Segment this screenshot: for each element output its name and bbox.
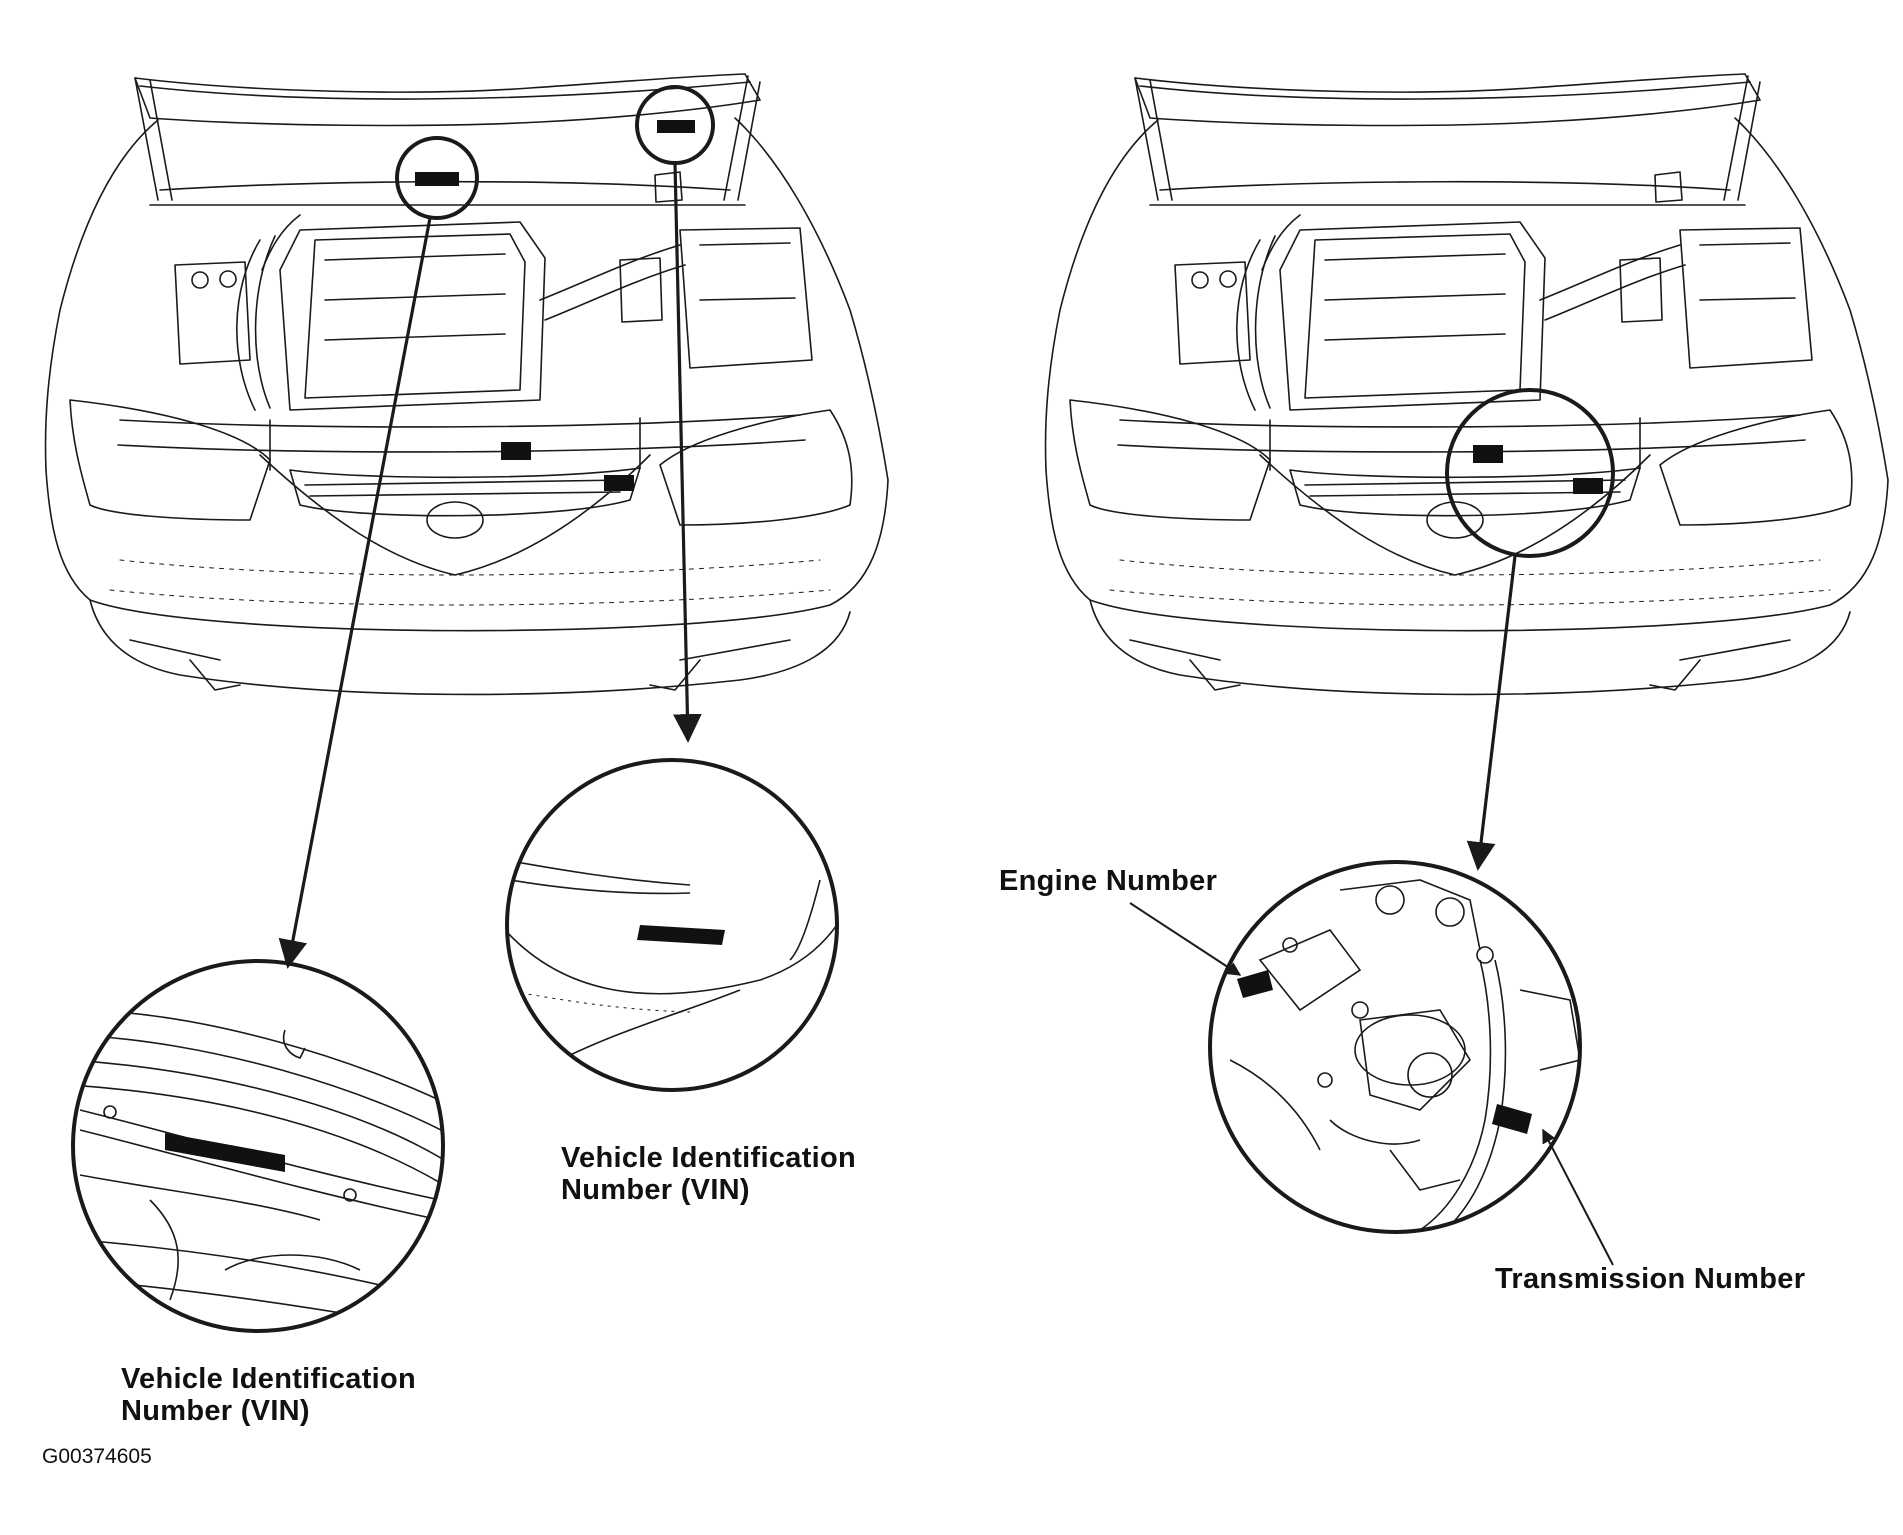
vin-label-windshield-line2: Number (VIN) bbox=[121, 1395, 310, 1428]
left-car-illustration bbox=[44, 73, 889, 696]
vin-label-windshield-line1: Vehicle Identification bbox=[121, 1363, 417, 1395]
figure-id: G00374605 bbox=[42, 1445, 152, 1468]
vin-label-hood-line1: Vehicle Identification bbox=[561, 1142, 857, 1174]
engine-number-label: Engine Number bbox=[999, 865, 1218, 897]
vin-location-circle-windshield bbox=[395, 136, 479, 220]
engine-number-leader bbox=[1129, 902, 1242, 976]
vin-location-circle-hood bbox=[635, 85, 715, 165]
engine-transmission-detail bbox=[1208, 860, 1582, 1234]
transmission-number-leader bbox=[1542, 1128, 1614, 1266]
vin-label-hood: Vehicle Identification Number (VIN) bbox=[561, 1142, 856, 1207]
hood-vin-detail bbox=[505, 758, 839, 1092]
vin-label-windshield: Vehicle Identification Number (VIN) bbox=[121, 1363, 416, 1428]
engine-transmission-location-circle bbox=[1445, 388, 1615, 558]
arrow-to-engine-detail bbox=[1466, 555, 1517, 871]
right-car-illustration bbox=[1044, 73, 1889, 696]
arrow-to-windshield-detail bbox=[278, 217, 432, 969]
vin-label-hood-line2: Number (VIN) bbox=[561, 1174, 750, 1207]
windshield-vin-detail bbox=[71, 959, 445, 1333]
arrow-to-hood-detail bbox=[673, 162, 702, 743]
transmission-number-label: Transmission Number bbox=[1495, 1263, 1806, 1295]
